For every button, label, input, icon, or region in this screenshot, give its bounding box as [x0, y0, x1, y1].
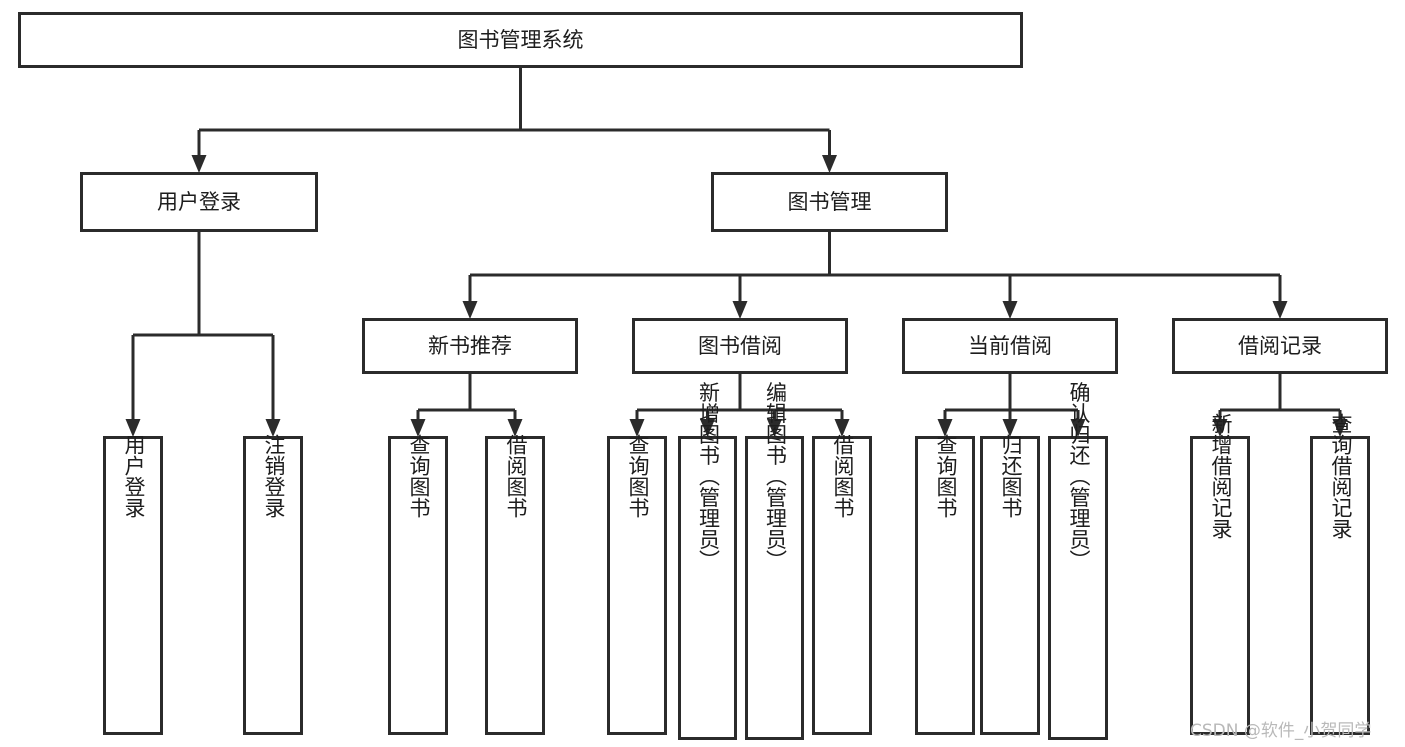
node-label: 借阅图书 — [504, 434, 528, 518]
node-box[interactable] — [812, 436, 872, 735]
node-l-query-record[interactable]: 查询借阅记录 — [1310, 413, 1370, 735]
node-box[interactable] — [485, 436, 545, 735]
connector-group-n-new-book-rec — [410, 374, 523, 437]
node-n-borrow-record[interactable]: 借阅记录 — [1172, 318, 1388, 374]
arrow-head-icon — [767, 419, 782, 437]
node-l-add-record[interactable]: 新增借阅记录 — [1190, 413, 1250, 735]
arrow-head-icon — [1002, 301, 1018, 319]
connector-group-n-current-borrow — [937, 374, 1086, 437]
node-layer: 图书管理系统用户登录图书管理新书推荐图书借阅当前借阅借阅记录用户登录注销登录查询… — [18, 12, 1388, 740]
arrow-head-icon — [822, 155, 837, 173]
node-label: 确认归还（管理员） — [1067, 382, 1091, 571]
node-label: 注销登录 — [262, 434, 286, 518]
node-label: 借阅图书 — [831, 434, 855, 518]
arrow-head-icon — [834, 419, 850, 437]
node-root[interactable]: 图书管理系统 — [18, 12, 1023, 68]
node-box[interactable] — [745, 436, 804, 740]
node-label: 查询借阅记录 — [1329, 413, 1353, 539]
node-label: 用户登录 — [122, 434, 146, 518]
node-l-borrow-book-1[interactable]: 借阅图书 — [485, 434, 545, 735]
arrow-head-icon — [937, 419, 953, 437]
arrow-head-icon — [125, 419, 141, 437]
node-box[interactable] — [362, 318, 578, 374]
node-box[interactable] — [678, 436, 737, 740]
arrow-head-icon — [1332, 419, 1348, 437]
node-box[interactable] — [1310, 436, 1370, 735]
node-l-add-book[interactable]: 新增图书（管理员） — [678, 382, 737, 740]
node-box[interactable] — [18, 12, 1023, 68]
node-box[interactable] — [1190, 436, 1250, 735]
node-label: 查询图书 — [934, 434, 958, 518]
connector-group-root — [191, 68, 837, 173]
arrow-head-icon — [1272, 301, 1288, 319]
node-label: 图书管理系统 — [458, 28, 584, 52]
node-label: 用户登录 — [157, 190, 241, 214]
node-l-confirm-return[interactable]: 确认归还（管理员） — [1048, 382, 1108, 740]
arrow-head-icon — [462, 301, 478, 319]
node-l-query-book-3[interactable]: 查询图书 — [915, 434, 975, 735]
node-box[interactable] — [243, 436, 303, 735]
node-box[interactable] — [1172, 318, 1388, 374]
arrow-head-icon — [507, 419, 523, 437]
node-label: 新增图书（管理员） — [697, 382, 721, 571]
node-l-borrow-book-2[interactable]: 借阅图书 — [812, 434, 872, 735]
arrow-head-icon — [1002, 419, 1018, 437]
node-n-new-book-rec[interactable]: 新书推荐 — [362, 318, 578, 374]
node-box[interactable] — [902, 318, 1118, 374]
node-label: 新增借阅记录 — [1209, 413, 1233, 539]
node-box[interactable] — [1048, 436, 1108, 740]
node-label: 查询图书 — [626, 434, 650, 518]
arrow-head-icon — [700, 419, 715, 437]
node-label: 查询图书 — [407, 434, 431, 518]
node-label: 图书借阅 — [698, 334, 782, 358]
node-l-query-book-1[interactable]: 查询图书 — [388, 434, 448, 735]
node-box[interactable] — [711, 172, 948, 232]
arrow-head-icon — [1070, 419, 1086, 437]
connector-layer — [125, 68, 1348, 437]
node-label: 编辑图书（管理员） — [764, 382, 788, 571]
node-l-user-login[interactable]: 用户登录 — [103, 434, 163, 735]
node-l-logout[interactable]: 注销登录 — [243, 434, 303, 735]
node-n-book-borrow[interactable]: 图书借阅 — [632, 318, 848, 374]
node-label: 新书推荐 — [428, 334, 512, 358]
node-box[interactable] — [80, 172, 318, 232]
connector-group-n-book-borrow — [629, 374, 850, 437]
arrow-head-icon — [410, 419, 426, 437]
node-box[interactable] — [607, 436, 667, 735]
node-label: 当前借阅 — [968, 334, 1052, 358]
node-box[interactable] — [980, 436, 1040, 735]
node-n-current-borrow[interactable]: 当前借阅 — [902, 318, 1118, 374]
node-box[interactable] — [915, 436, 975, 735]
node-box[interactable] — [632, 318, 848, 374]
arrow-head-icon — [1212, 419, 1228, 437]
node-l-query-book-2[interactable]: 查询图书 — [607, 434, 667, 735]
node-box[interactable] — [388, 436, 448, 735]
node-l-edit-book[interactable]: 编辑图书（管理员） — [745, 382, 804, 740]
node-box[interactable] — [103, 436, 163, 735]
node-n-book-mgmt[interactable]: 图书管理 — [711, 172, 948, 232]
arrow-head-icon — [191, 155, 207, 173]
node-label: 归还图书 — [999, 434, 1023, 518]
connector-group-n-borrow-record — [1212, 374, 1348, 437]
node-l-return-book[interactable]: 归还图书 — [980, 434, 1040, 735]
node-label: 借阅记录 — [1238, 334, 1322, 358]
connector-group-n-book-mgmt — [462, 232, 1288, 319]
arrow-head-icon — [265, 419, 281, 437]
arrow-head-icon — [629, 419, 645, 437]
node-n-user-login[interactable]: 用户登录 — [80, 172, 318, 232]
node-label: 图书管理 — [788, 190, 872, 214]
arrow-head-icon — [732, 301, 748, 319]
connector-group-n-user-login — [125, 232, 281, 437]
